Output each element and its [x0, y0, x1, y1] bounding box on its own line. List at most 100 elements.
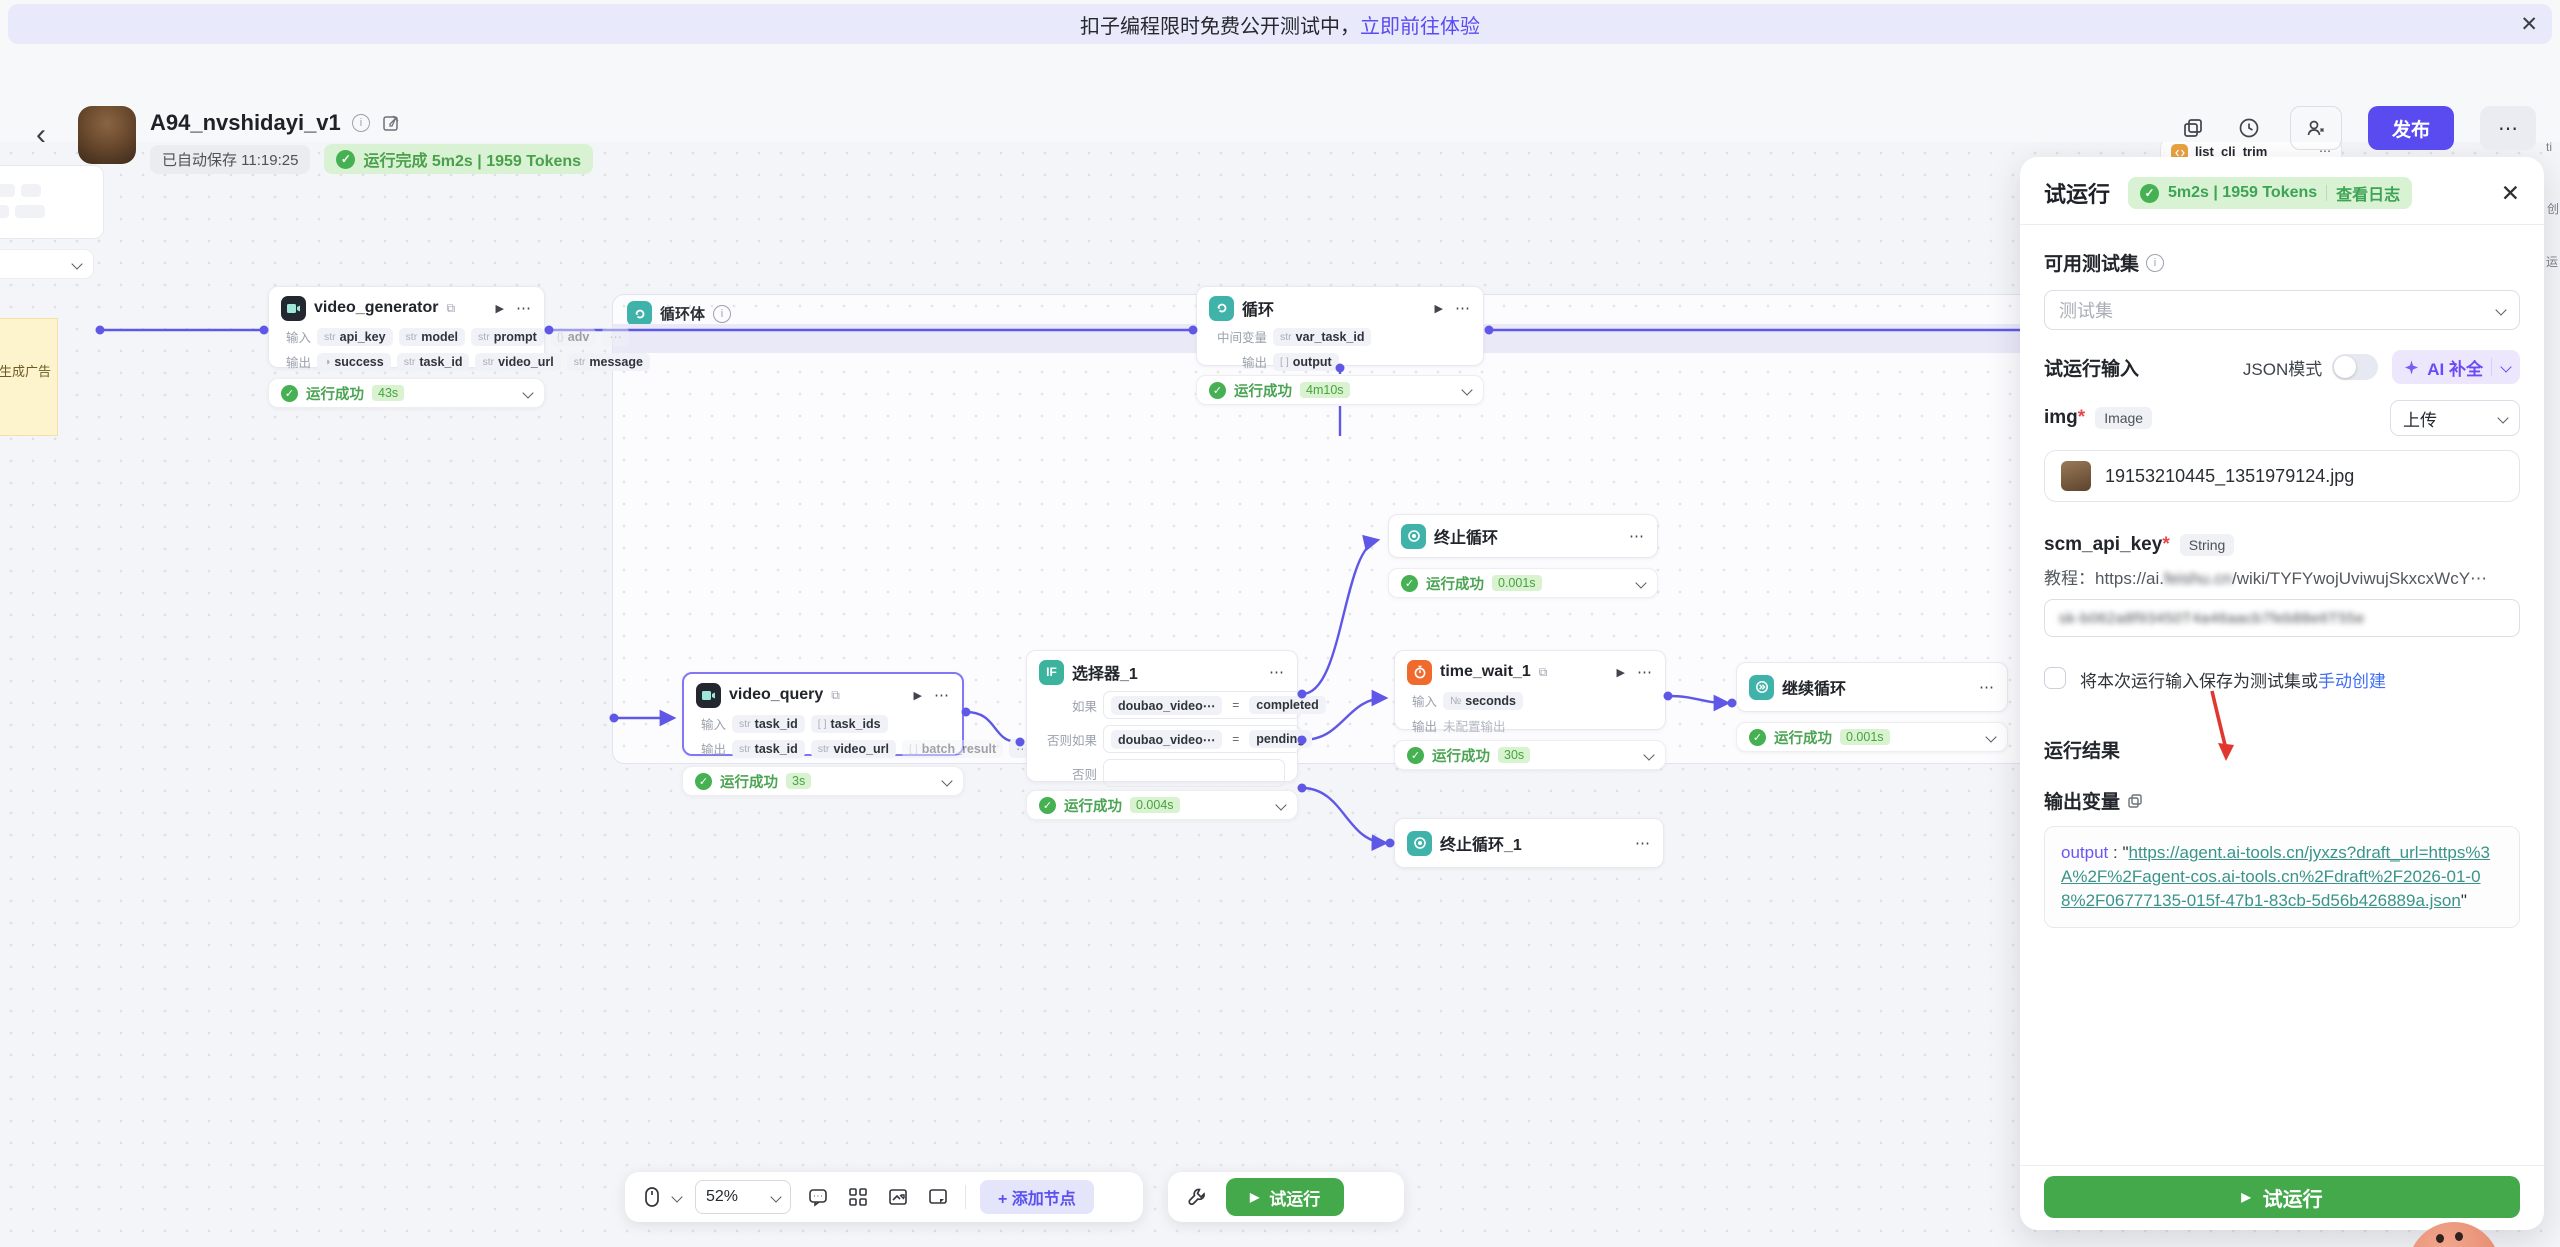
node-more-icon[interactable]: ⋯ [516, 299, 532, 317]
run-complete-badge[interactable]: ✓ 运行完成 5m2s | 1959 Tokens [324, 144, 593, 174]
node-more-icon[interactable]: ⋯ [1269, 663, 1285, 681]
node-more-icon[interactable]: ⋯ [1635, 834, 1651, 852]
param-pill: strmessage [567, 353, 650, 371]
note-icon[interactable] [925, 1184, 951, 1210]
mouse-mode-icon[interactable] [639, 1184, 665, 1210]
testset-select[interactable]: 测试集 [2044, 290, 2520, 330]
condition-box[interactable]: doubao_video⋯ = pending [1103, 725, 1301, 753]
export-image-icon[interactable] [885, 1184, 911, 1210]
outputs-label: 输出 [696, 739, 726, 758]
chevron-down-icon[interactable] [522, 387, 533, 398]
info-icon[interactable]: i [352, 114, 370, 132]
node-more-icon[interactable]: ⋯ [934, 686, 950, 704]
node-more-icon[interactable]: ⋯ [1629, 527, 1645, 545]
condition-left: doubao_video⋯ [1111, 730, 1222, 749]
header-more-button[interactable]: ⋯ [2480, 106, 2536, 150]
else-label: 否则 [1039, 764, 1097, 783]
promo-link[interactable]: 立即前往体验 [1360, 10, 1480, 39]
banner-close-icon[interactable]: ✕ [2520, 12, 2538, 37]
node-more-icon[interactable]: ⋯ [1637, 663, 1653, 681]
chevron-down-icon[interactable] [1275, 799, 1286, 810]
node-stop-loop[interactable]: 终止循环 ⋯ [1388, 514, 1658, 558]
back-button[interactable]: ‹ [36, 120, 62, 152]
collaborators-button[interactable] [2290, 106, 2342, 150]
zoom-select[interactable]: 52% [695, 1180, 791, 1214]
condition-box-empty[interactable] [1103, 759, 1285, 787]
no-output-note: 未配置输出 [1443, 716, 1506, 735]
node-status-stop-loop[interactable]: ✓ 运行成功 0.001s [1388, 568, 1658, 598]
panel-close-icon[interactable]: ✕ [2501, 180, 2520, 207]
key-field-name: scm_api_key* [2044, 534, 2170, 556]
upload-mode-select[interactable]: 上传 [2390, 400, 2520, 436]
continue-loop-icon [1749, 675, 1774, 700]
node-continue-loop[interactable]: 继续循环 ⋯ [1736, 662, 2008, 712]
history-icon[interactable] [2234, 113, 2264, 143]
run-input-label: 试运行输入 [2044, 354, 2139, 381]
success-icon: ✓ [695, 773, 712, 790]
copy-icon[interactable] [2127, 793, 2143, 809]
app-header: ‹ A94_nvshidayi_v1 i 已自动保存 11:19:25 ✓ 运行… [0, 44, 2560, 142]
chevron-down-icon[interactable] [71, 258, 82, 269]
edit-icon[interactable] [382, 114, 400, 137]
mouse-mode-chevron-icon[interactable] [671, 1191, 682, 1202]
success-icon: ✓ [1401, 575, 1418, 592]
video-plugin-icon [696, 683, 721, 708]
node-status-continue-loop[interactable]: ✓ 运行成功 0.001s [1736, 722, 2008, 752]
publish-button[interactable]: 发布 [2368, 106, 2454, 150]
node-run-icon[interactable]: ▶ [914, 689, 922, 702]
if-label: 如果 [1039, 696, 1097, 715]
node-title: video_query [729, 686, 823, 704]
inputs-label: 输入 [281, 327, 311, 346]
condition-right: pending [1249, 730, 1312, 748]
chevron-down-icon[interactable] [2500, 361, 2511, 372]
uploaded-file[interactable]: 19153210445_1351979124.jpg [2044, 450, 2520, 502]
node-video-query[interactable]: video_query ⧉ ▶ ⋯ 输入 strtask_id [ ]task_… [682, 672, 964, 756]
comment-icon[interactable] [805, 1184, 831, 1210]
node-run-icon[interactable]: ▶ [496, 302, 504, 315]
overflow-pill[interactable]: ⋯ [602, 327, 629, 346]
node-stop-loop-1[interactable]: 终止循环_1 ⋯ [1394, 818, 1664, 868]
ai-complete-button[interactable]: AI 补全 [2392, 350, 2520, 384]
partial-node-status[interactable] [0, 249, 94, 279]
view-logs-link[interactable]: 查看日志 [2336, 181, 2400, 205]
node-status-time-wait[interactable]: ✓ 运行成功 30s [1394, 740, 1666, 770]
node-run-icon[interactable]: ▶ [1617, 666, 1625, 679]
node-status-selector[interactable]: ✓ 运行成功 0.004s [1026, 790, 1298, 820]
chevron-down-icon[interactable] [1461, 384, 1472, 395]
chevron-down-icon[interactable] [1635, 577, 1646, 588]
node-loop[interactable]: 循环 ▶ ⋯ 中间变量 strvar_task_id 输出 [ ]output [1196, 286, 1484, 366]
node-selector[interactable]: IF 选择器_1 ⋯ 如果 doubao_video⋯ = completed … [1026, 650, 1298, 782]
save-testset-checkbox[interactable] [2044, 667, 2066, 689]
node-run-icon[interactable]: ▶ [1435, 302, 1443, 315]
node-status-loop[interactable]: ✓ 运行成功 4m10s [1196, 375, 1484, 405]
node-more-icon[interactable]: ⋯ [1455, 299, 1471, 317]
duplicate-icon[interactable] [2178, 113, 2208, 143]
node-note-icon: ⧉ [1539, 665, 1548, 680]
success-icon: ✓ [1209, 382, 1226, 399]
panel-test-run-button[interactable]: ▶ 试运行 [2044, 1176, 2520, 1218]
add-node-button[interactable]: + 添加节点 [980, 1180, 1094, 1214]
auto-layout-icon[interactable] [845, 1184, 871, 1210]
partial-node[interactable] [0, 165, 104, 239]
wrench-icon[interactable] [1184, 1184, 1210, 1210]
json-mode-toggle[interactable] [2332, 354, 2378, 380]
node-status-video-generator[interactable]: ✓ 运行成功 43s [268, 378, 545, 408]
sticky-note[interactable]: 生成广告 [0, 318, 58, 436]
node-video-generator[interactable]: video_generator ⧉ ▶ ⋯ 输入 strapi_key strm… [268, 286, 545, 368]
save-testset-label: 将本次运行输入保存为测试集或手动创建 [2080, 667, 2386, 692]
node-status-video-query[interactable]: ✓ 运行成功 3s [682, 766, 964, 796]
chevron-down-icon[interactable] [941, 775, 952, 786]
condition-box[interactable]: doubao_video⋯ = completed [1103, 691, 1301, 719]
chevron-down-icon[interactable] [1985, 731, 1996, 742]
duration-badge: 0.004s [1130, 797, 1180, 813]
chevron-down-icon[interactable] [1643, 749, 1654, 760]
info-icon[interactable]: i [2146, 254, 2164, 272]
api-key-input[interactable]: sk-b062a8f93450T4a46aacb7feb88e6T55e [2044, 599, 2520, 637]
node-more-icon[interactable]: ⋯ [1979, 678, 1995, 696]
test-run-button[interactable]: ▶ 试运行 [1226, 1178, 1344, 1216]
node-title: 终止循环_1 [1440, 831, 1522, 855]
node-title: 选择器_1 [1072, 660, 1138, 684]
img-type-pill: Image [2095, 407, 2152, 429]
manual-create-link[interactable]: 手动创建 [2318, 672, 2386, 691]
node-time-wait[interactable]: time_wait_1 ⧉ ▶ ⋯ 输入 №seconds 输出 未配置输出 [1394, 650, 1666, 730]
